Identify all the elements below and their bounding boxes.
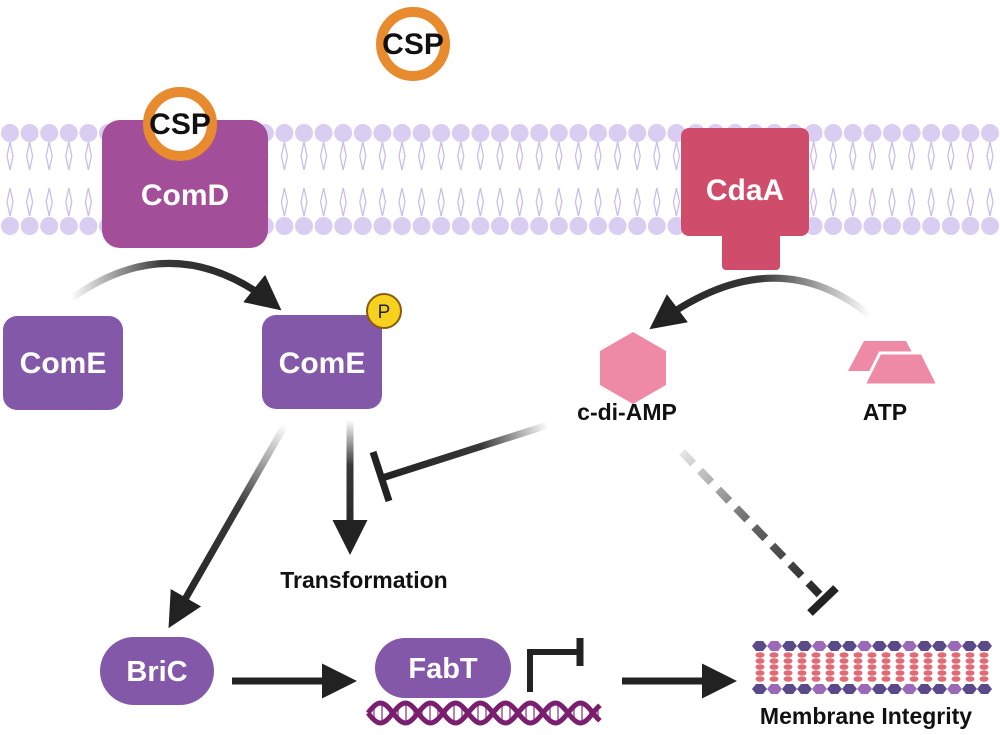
promoter-bracket-icon bbox=[527, 649, 578, 692]
membrane-inhibition-bar bbox=[807, 585, 839, 616]
come-phospho-box: ComE P bbox=[262, 293, 402, 409]
fabt-label: FabT bbox=[408, 653, 478, 685]
csp-free: CSP bbox=[376, 7, 450, 81]
dna-helix-icon bbox=[366, 700, 602, 726]
bric-label: BriC bbox=[126, 656, 187, 688]
comd-label: ComD bbox=[141, 179, 229, 212]
hexagon-icon bbox=[600, 332, 666, 404]
cdaa-enzyme: CdaA bbox=[681, 128, 809, 270]
phosphorylation-arrow bbox=[69, 260, 282, 311]
atp-label: ATP bbox=[863, 399, 907, 425]
cdiamp-inhibition-line bbox=[380, 421, 550, 482]
cdiamp-label: c-di-AMP bbox=[577, 399, 677, 425]
bric-box: BriC bbox=[100, 637, 214, 705]
csp-free-label: CSP bbox=[382, 28, 444, 61]
come-label: ComE bbox=[20, 347, 107, 380]
transformation-label: Transformation bbox=[280, 567, 447, 593]
cdiamp-inhibition-bar bbox=[369, 450, 393, 503]
csp-bound-label: CSP bbox=[149, 108, 211, 141]
come-to-bric-arrow bbox=[168, 423, 289, 629]
phosphate-label: P bbox=[378, 302, 391, 323]
come-box: ComE bbox=[3, 316, 123, 410]
cdaa-label: CdaA bbox=[706, 174, 784, 207]
csp-bound: CSP bbox=[143, 87, 217, 161]
fabt-box: FabT bbox=[375, 638, 511, 698]
membrane-inhibition-dashed bbox=[679, 449, 826, 601]
membrane-integrity-label: Membrane Integrity bbox=[760, 703, 972, 729]
membrane-lattice-icon bbox=[752, 641, 992, 694]
synthesis-arrow bbox=[649, 274, 876, 330]
comd-receptor: ComD bbox=[102, 120, 268, 248]
atp-trapezoid-icon bbox=[848, 341, 941, 387]
come-phospho-label: ComE bbox=[279, 347, 366, 380]
